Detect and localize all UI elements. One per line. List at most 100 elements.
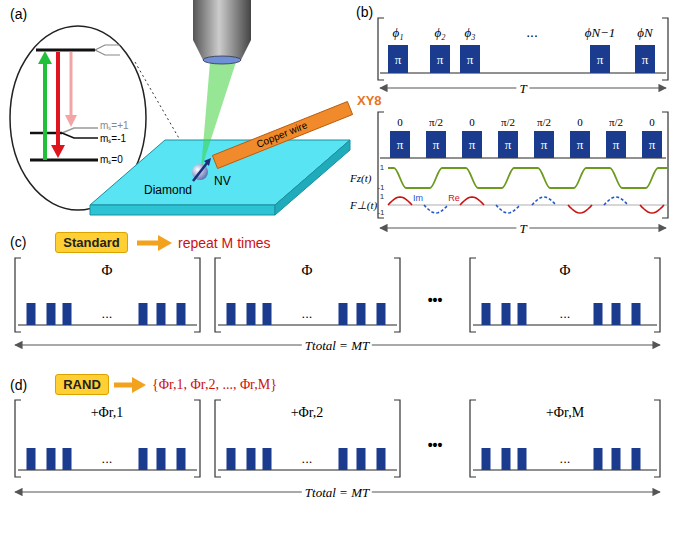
- fperp-curve: [424, 205, 448, 213]
- objective-lens: [193, 0, 251, 64]
- fperp-curve: [388, 197, 412, 205]
- node-text: π: [577, 138, 584, 151]
- pulse-bar: [482, 448, 491, 470]
- label: +Φr,2: [291, 406, 324, 420]
- scheme-tag: Standard: [55, 232, 128, 253]
- node-text: π: [395, 53, 402, 66]
- label: XY8: [357, 94, 382, 107]
- label: 1: [380, 164, 384, 172]
- copper-wire: [212, 102, 352, 169]
- pulse-bar: [157, 303, 166, 325]
- label: Φ: [560, 263, 571, 278]
- label: Ttotal = MT: [302, 486, 372, 499]
- fperp-curve: [568, 205, 592, 213]
- pulse-bar: [47, 448, 56, 470]
- transition-arrows: [38, 51, 77, 160]
- scheme-tag: RAND: [55, 374, 109, 395]
- label: Copper wire: [255, 120, 309, 149]
- label: ϕ₃: [464, 26, 475, 39]
- pulse-bar: [612, 303, 621, 325]
- pulse-bar: [27, 303, 36, 325]
- label: ...: [526, 25, 538, 39]
- pi-pulse: π: [570, 131, 590, 158]
- label: π/2: [429, 117, 443, 128]
- label: Φ: [102, 263, 113, 278]
- fperp-curve: [496, 205, 520, 213]
- label: mₛ=-1: [100, 134, 126, 144]
- node-text: π: [597, 53, 604, 66]
- pulse-bar: [177, 303, 186, 325]
- label: F⊥(t): [350, 200, 377, 211]
- label: π/2: [609, 117, 623, 128]
- label: +Φr,1: [91, 406, 124, 420]
- node-text: π: [397, 138, 404, 151]
- pulse-bar: [632, 303, 641, 325]
- pulse-bar: [612, 448, 621, 470]
- label: ϕ₁: [392, 26, 403, 39]
- pulse-bar: [247, 303, 256, 325]
- label: ...: [560, 452, 571, 465]
- label: (b): [356, 5, 373, 19]
- pulse-bar: [518, 448, 527, 470]
- duration-arrows: [15, 88, 666, 492]
- pulse-bar: [139, 303, 148, 325]
- label: Re: [448, 194, 460, 203]
- pulse-bar: [594, 448, 603, 470]
- label: π/2: [501, 117, 515, 128]
- pulse-bar: [377, 303, 386, 325]
- pulse-bar: [502, 448, 511, 470]
- fperp-curve: [532, 197, 556, 205]
- pi-pulse: π: [606, 131, 626, 158]
- pulse-bar: [594, 303, 603, 325]
- pi-pulse: π: [534, 131, 554, 158]
- brackets: [15, 18, 668, 477]
- label: (a): [10, 7, 27, 21]
- label: ϕ₂: [434, 26, 445, 39]
- node-text: π: [469, 138, 476, 151]
- pulse-bar: [177, 448, 186, 470]
- pulse-bar: [263, 303, 272, 325]
- zero-axis: [388, 205, 668, 206]
- label: •••: [428, 438, 443, 452]
- label: mₛ=+1: [100, 121, 129, 131]
- label: 0: [397, 117, 403, 128]
- pulse-bar: [227, 303, 236, 325]
- pulse-bar: [27, 448, 36, 470]
- fperp-curve: [460, 197, 484, 205]
- node-text: Standard: [63, 236, 119, 249]
- pulse-bar: [339, 303, 348, 325]
- pi-pulse: π: [390, 131, 410, 158]
- pi-pulse: π: [460, 45, 480, 73]
- label: {Φr,1, Φr,2, ..., Φr,M}: [152, 378, 277, 392]
- label: ϕN: [637, 26, 652, 39]
- pi-pulse: π: [430, 45, 450, 73]
- pulse-bar: [339, 448, 348, 470]
- node-text: π: [613, 138, 620, 151]
- label: Fz(t): [350, 173, 371, 184]
- label: -1: [377, 209, 384, 217]
- label: π/2: [537, 117, 551, 128]
- node-text: π: [433, 138, 440, 151]
- pulse-bar: [518, 303, 527, 325]
- pulse-trains: [27, 303, 641, 470]
- baselines: [18, 73, 666, 470]
- pulse-bar: [139, 448, 148, 470]
- pi-pulse: π: [388, 45, 408, 73]
- label: 0: [577, 117, 583, 128]
- label: Diamond: [144, 184, 192, 196]
- label: 1: [380, 193, 384, 201]
- label: -1: [377, 184, 384, 192]
- label: mₛ=0: [100, 155, 123, 165]
- label: ...: [302, 307, 313, 320]
- pi-pulse: π: [642, 131, 662, 158]
- label: 0: [469, 117, 475, 128]
- label: ...: [102, 307, 113, 320]
- pulse-bar: [482, 303, 491, 325]
- pulse-bar: [632, 448, 641, 470]
- pointer-arrows: [114, 235, 172, 393]
- label: T: [516, 222, 529, 235]
- nv-center: [192, 158, 211, 181]
- fperp-curve: [640, 205, 664, 213]
- label: Im: [413, 194, 423, 203]
